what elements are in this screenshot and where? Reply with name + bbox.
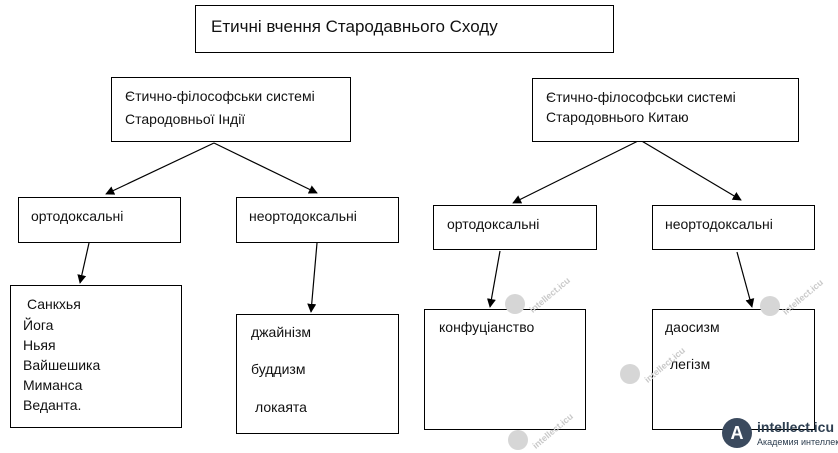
india-systems-box: Єтично-філософськи системі Стародовньої …: [111, 77, 351, 142]
watermark-dot: [505, 294, 525, 314]
china-orthodox-box: ортодоксальні: [433, 205, 597, 250]
logo-icon: A: [722, 418, 752, 448]
school-confucianism: конфуціанство: [439, 319, 535, 335]
china-orthodox-label: ортодоксальні: [447, 216, 540, 232]
arrow-china-orthodox-to-schools: [486, 250, 501, 308]
india-heterodox-schools-box: джайнізм буддизм локаята: [236, 314, 399, 434]
arrow-china-heterodox-to-schools: [736, 251, 755, 308]
arrow-india-orthodox-to-schools: [77, 242, 90, 284]
india-heterodox-label: неортодоксальні: [249, 208, 357, 224]
china-systems-box: Єтично-філософськи системі Стародовнього…: [532, 78, 799, 142]
watermark-dot: [508, 430, 528, 450]
school-mimamsa: Миманса: [23, 377, 83, 393]
watermark-dot: [760, 296, 780, 316]
china-heterodox-schools-box: даосизм легізм: [652, 309, 815, 430]
title-box: Етичні вчення Стародавнього Сходу: [195, 5, 614, 53]
china-heterodox-box: неортодоксальні: [652, 205, 815, 250]
logo-name: intellect.icu: [757, 419, 835, 435]
india-systems-line-2: Стародовньої Індії: [125, 111, 246, 127]
logo-subtitle: Академия интеллекта: [757, 437, 838, 447]
india-orthodox-schools-box: Санкхья Йога Ньяя Вайшешика Миманса Веда…: [10, 285, 182, 428]
intellect-logo: A intellect.icu Академия интеллекта: [720, 416, 838, 453]
arrow-india-heterodox-to-schools: [307, 242, 318, 313]
school-yoga: Йога: [23, 317, 54, 333]
arrow-india-to-heterodox: [213, 142, 318, 194]
arrow-india-to-orthodox: [105, 142, 215, 195]
china-orthodox-schools-box: конфуціанство: [424, 309, 586, 430]
school-vaisheshika: Вайшешика: [23, 357, 101, 373]
india-orthodox-box: ортодоксальні: [18, 197, 181, 243]
watermark-dot: [620, 364, 640, 384]
school-sankhya: Санкхья: [27, 296, 81, 312]
school-nyaya: Ньяя: [23, 337, 56, 353]
school-vedanta: Веданта.: [23, 397, 82, 413]
school-lokayata: локаята: [255, 399, 307, 415]
arrow-china-to-heterodox: [639, 139, 742, 201]
india-systems-line-1: Єтично-філософськи системі: [125, 88, 315, 104]
china-heterodox-label: неортодоксальні: [665, 216, 773, 232]
india-heterodox-box: неортодоксальні: [236, 197, 399, 243]
china-systems-line-1: Єтично-філософськи системі: [546, 89, 736, 105]
school-taoism: даосизм: [665, 319, 720, 335]
school-jainism: джайнізм: [251, 324, 312, 340]
school-buddhism: буддизм: [251, 361, 306, 377]
india-orthodox-label: ортодоксальні: [31, 208, 124, 224]
china-systems-line-2: Стародовнього Китаю: [546, 109, 689, 125]
school-legalism: легізм: [670, 356, 711, 372]
arrow-china-to-orthodox: [512, 139, 641, 204]
diagram-title: Етичні вчення Стародавнього Сходу: [211, 17, 498, 36]
